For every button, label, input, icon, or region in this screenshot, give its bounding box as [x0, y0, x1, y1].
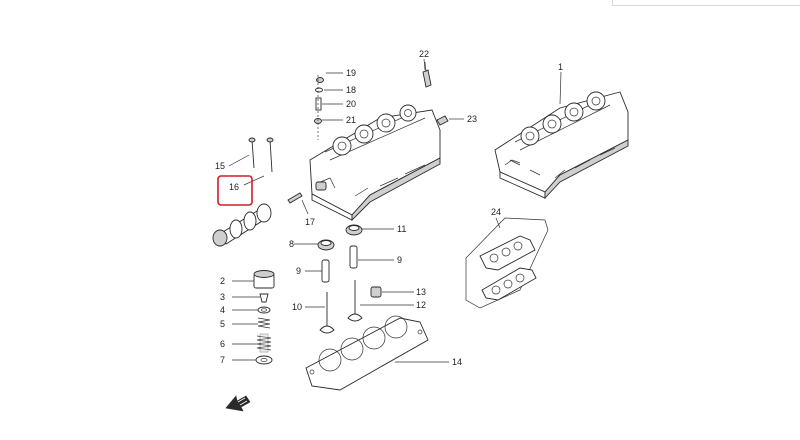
callout-12: 12: [416, 300, 426, 310]
camshaft[interactable]: [212, 203, 272, 247]
part-15-head-bolt[interactable]: [248, 137, 256, 169]
part-10-intake-valve[interactable]: [319, 292, 335, 334]
callout-5: 5: [220, 319, 225, 329]
part-17-dowel-pin[interactable]: [287, 192, 303, 204]
part-22-sensor[interactable]: [422, 61, 432, 88]
part-9-valve-guide-right[interactable]: [349, 245, 358, 269]
callout-7: 7: [220, 355, 225, 365]
part-9-valve-guide-left[interactable]: [321, 259, 330, 283]
callout-10: 10: [292, 302, 302, 312]
highlight-box-part-16[interactable]: [217, 175, 253, 206]
part-18-washer[interactable]: [315, 87, 323, 93]
part-13-valve-stem-seal[interactable]: [370, 286, 382, 298]
callout-21: 21: [346, 115, 356, 125]
part-12-exhaust-valve[interactable]: [347, 280, 363, 322]
part-23-plug[interactable]: [436, 115, 449, 126]
callout-15: 15: [215, 161, 225, 171]
part-7-spring-seat[interactable]: [255, 355, 273, 365]
callout-2: 2: [220, 276, 225, 286]
callout-20: 20: [346, 99, 356, 109]
part-2-valve-lifter[interactable]: [253, 270, 275, 289]
part-8-valve-seal[interactable]: [317, 239, 335, 251]
window-top-border: [612, 0, 800, 6]
front-direction-arrow-icon: [225, 395, 251, 412]
callout-22: 22: [419, 49, 429, 59]
part-14-head-gasket[interactable]: [305, 315, 429, 391]
callout-1: 1: [558, 62, 563, 72]
cylinder-head[interactable]: [309, 104, 441, 222]
callout-18: 18: [346, 85, 356, 95]
part-24-gasket-kit[interactable]: [465, 217, 549, 309]
part-6-valve-spring[interactable]: [256, 333, 272, 353]
callout-17: 17: [305, 217, 315, 227]
callout-9-right: 9: [397, 255, 402, 265]
callout-19: 19: [346, 68, 356, 78]
callout-11: 11: [397, 224, 406, 234]
part-11-valve-seal[interactable]: [345, 224, 363, 236]
part-19-nut[interactable]: [316, 77, 324, 83]
callout-8: 8: [289, 239, 294, 249]
leader-lines: [228, 58, 562, 363]
callout-9-left: 9: [296, 266, 301, 276]
part-3-valve-cotter[interactable]: [259, 293, 269, 303]
callout-6: 6: [220, 339, 225, 349]
callout-14: 14: [452, 357, 462, 367]
callout-23: 23: [467, 114, 477, 124]
callout-3: 3: [220, 292, 225, 302]
part-20-stud[interactable]: [315, 97, 322, 111]
callout-4: 4: [220, 305, 225, 315]
callout-16: 16: [229, 182, 239, 192]
part-16-head-bolt[interactable]: [266, 137, 274, 173]
part-1-cylinder-head-assembly[interactable]: [494, 91, 629, 200]
part-5-valve-spring[interactable]: [257, 317, 271, 329]
callout-24: 24: [491, 207, 501, 217]
callout-13: 13: [416, 287, 426, 297]
part-4-valve-retainer[interactable]: [257, 306, 271, 314]
